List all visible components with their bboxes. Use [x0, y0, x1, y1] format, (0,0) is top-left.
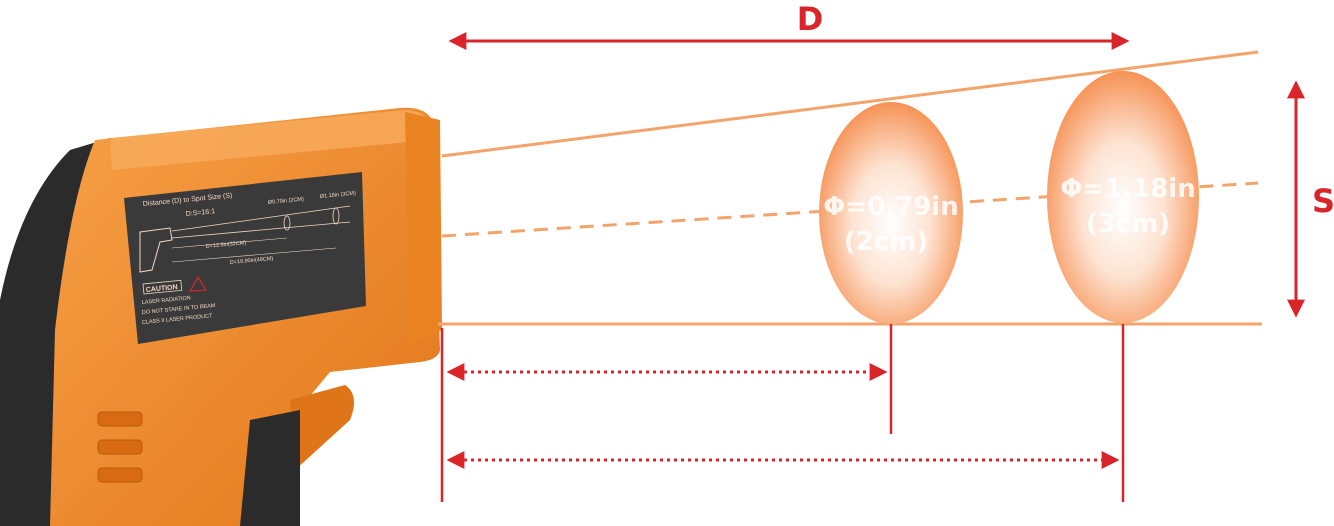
- spot-1-ellipse: [819, 102, 963, 324]
- device-label-ratio: D:S=16:1: [186, 208, 216, 218]
- side-button-1: [97, 411, 143, 427]
- nozzle-face: [405, 112, 442, 345]
- trigger: [290, 385, 354, 470]
- mini-beam-top: [171, 205, 351, 232]
- spot-1-diameter-in: Φ=0.79in: [823, 192, 958, 222]
- mini-dist2-line: [171, 247, 337, 263]
- device-label-distance2: D=18.90in(48CM): [230, 256, 274, 266]
- device-label-spot1: Ø0.79in (2CM): [268, 197, 305, 206]
- spot-1-diameter-cm: (2cm): [844, 227, 928, 257]
- label-panel: [124, 172, 366, 344]
- infrared-thermometer: Distance (D) to Spot Size (S) D:S=16:1 Ø…: [0, 107, 442, 526]
- body-highlight: [110, 110, 430, 170]
- spot-size-label: S: [1312, 182, 1334, 220]
- device-label-warning-1: LASER RADIATION: [142, 295, 191, 306]
- trigger-dark: [240, 410, 300, 526]
- mini-gun-icon: [139, 227, 173, 273]
- mini-beam-bottom: [171, 221, 351, 239]
- device-label-caution: CAUTION: [146, 284, 178, 294]
- beam-cone: [438, 50, 1262, 326]
- spot-2-ellipse: [1047, 71, 1199, 323]
- side-button-2: [97, 439, 143, 455]
- device-label-distance1: D=12.6in(32CM): [206, 240, 247, 250]
- caution-badge: [142, 279, 183, 295]
- device-label-spot2: Ø1.18in (3CM): [320, 191, 357, 200]
- distance-dimension: D: [448, 0, 1130, 50]
- laser-warning-icon: [188, 275, 208, 292]
- beam-upper-edge: [441, 50, 1259, 158]
- spot-2-diameter-in: Φ=1.18in: [1060, 174, 1195, 204]
- mini-dist1-line: [171, 237, 288, 249]
- mini-spot1: [283, 215, 291, 231]
- spot-size-dimension: S: [1287, 80, 1334, 318]
- measurement-lines: [440, 324, 1125, 502]
- spot-2-diameter-cm: (3cm): [1086, 209, 1170, 239]
- side-button-3: [97, 467, 143, 483]
- spot-2: Φ=1.18in (3cm): [1047, 71, 1199, 323]
- distance-label: D: [797, 0, 824, 38]
- mini-spot2: [332, 207, 340, 225]
- spot-1: Φ=0.79in (2cm): [819, 102, 963, 324]
